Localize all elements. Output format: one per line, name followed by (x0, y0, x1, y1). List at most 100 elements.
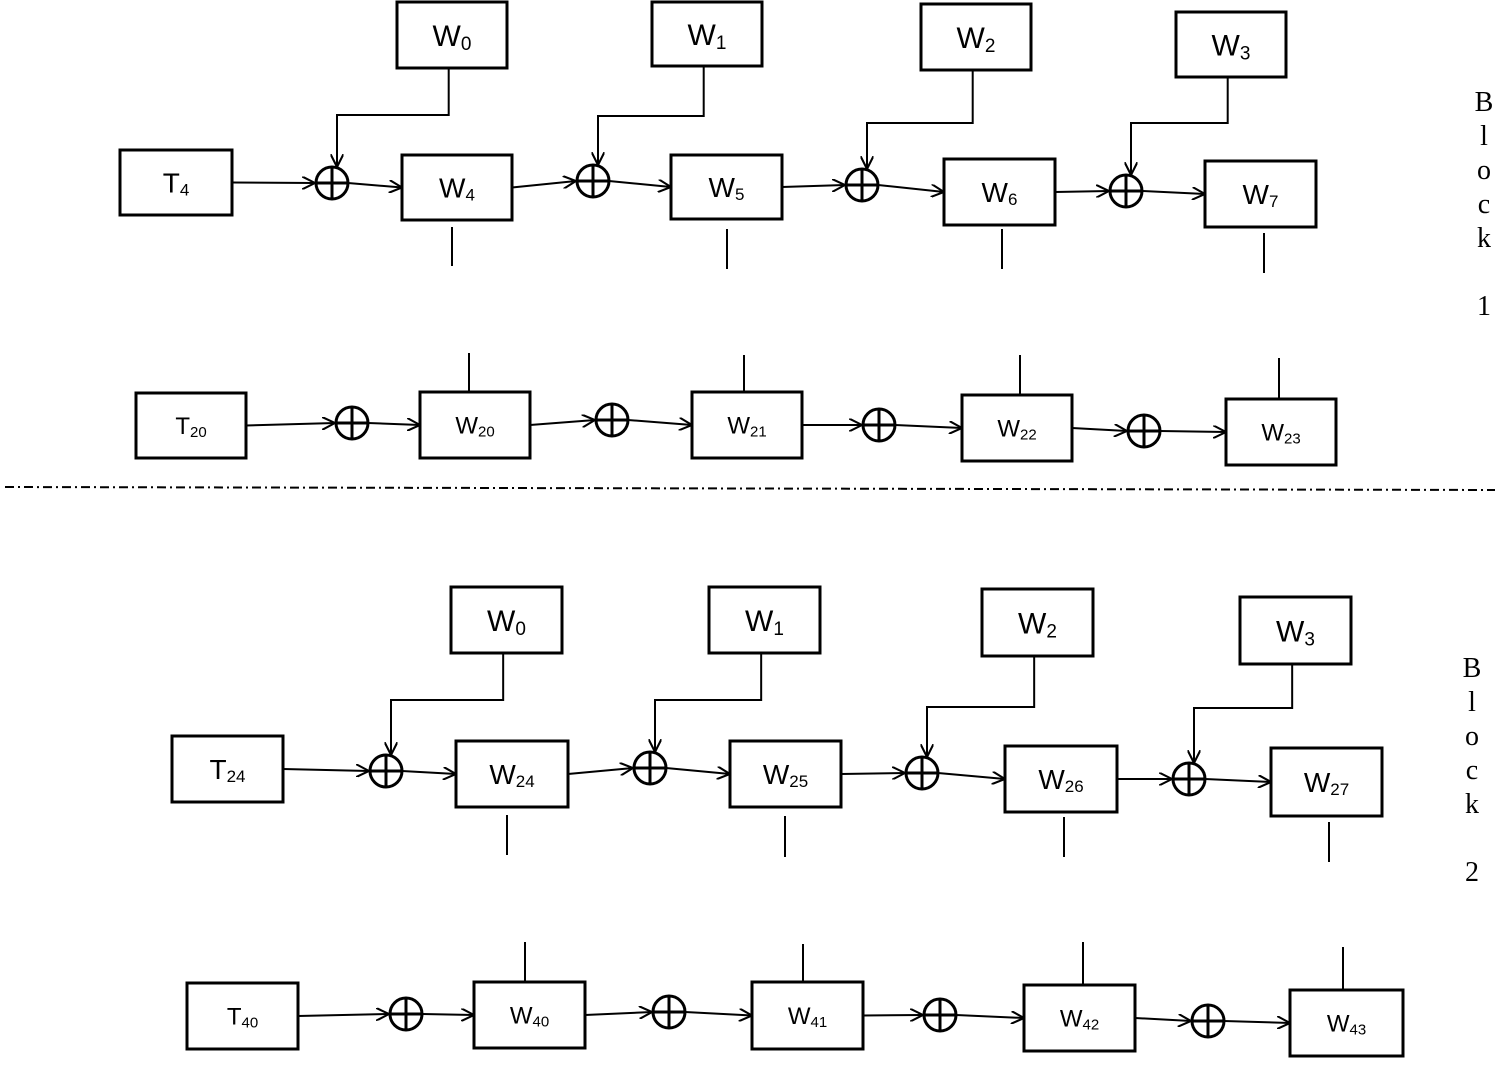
block-1-top-arrow-in-3 (1141, 191, 1205, 194)
block-2-bottom-arrow-in-0 (421, 1014, 474, 1015)
block-1-top-arrow-in-0 (347, 183, 402, 188)
block-1-top-start-box-label: T4 (163, 168, 190, 200)
block-2-bottom-xor-3 (1190, 1003, 1226, 1039)
block-1-bottom-word-box-3-label: W23 (1261, 420, 1300, 448)
block-2-top-arrow-in-1 (665, 768, 730, 774)
block-2-top-start-box-label: T24 (209, 754, 245, 786)
block-1-top-xor-1 (575, 163, 611, 199)
block-2-bottom-word-box-0-label: W40 (510, 1003, 549, 1031)
block-2-top-word-box-2: W26 (1003, 744, 1119, 814)
block-1-bottom-arrow-in-2 (894, 425, 962, 428)
block-2-input-box-0: W0 (449, 585, 564, 655)
block-1-bottom-arrow-in-1 (627, 420, 692, 425)
block-1-input-box-3: W3 (1174, 10, 1288, 79)
block-2-top-word-box-2-label: W26 (1038, 764, 1083, 796)
block-1-top-arrow-out-1 (781, 185, 845, 187)
block-2-input-box-3: W3 (1238, 595, 1353, 666)
block-2-top-word-box-1-label: W25 (763, 759, 808, 791)
block-1-bottom-word-box-0-label: W20 (455, 413, 494, 441)
block-1-bottom-word-box-3: W23 (1224, 397, 1338, 467)
block-1-bottom-xor-0 (334, 405, 370, 441)
connection-lines (231, 66, 1344, 1023)
block-1-bottom-xor-1 (594, 402, 630, 438)
block-2-bottom-word-box-0: W40 (472, 980, 587, 1050)
block-2-bottom-arrow-in-3 (1223, 1021, 1290, 1023)
block-1-top-arrow-start (231, 183, 315, 184)
block-2-feed-arrow-0 (391, 653, 505, 755)
block-2-top-word-box-0: W24 (454, 739, 570, 809)
block-2-bottom-word-box-1-label: W41 (788, 1003, 827, 1031)
block-2-bottom-word-box-1: W41 (750, 980, 865, 1051)
block-2-bottom-start-box-label: T40 (227, 1004, 258, 1032)
block-2-bottom-arrow-out-0 (584, 1012, 652, 1015)
block-2-input-box-2-label: W2 (1018, 607, 1057, 642)
block-1-top-word-box-3-label: W7 (1243, 179, 1279, 211)
block-2-top-word-box-3: W27 (1269, 746, 1384, 818)
block-2-bottom-arrow-out-1 (862, 1015, 923, 1016)
block-2-top-arrow-in-2 (937, 773, 1005, 779)
block-1-top-arrow-out-2 (1054, 191, 1109, 192)
block-2-bottom-word-box-3: W43 (1288, 988, 1405, 1058)
block-2-top-arrow-in-0 (401, 771, 456, 774)
block-1-input-box-1: W1 (650, 0, 764, 68)
block-1-bottom-start-box-label: T20 (175, 413, 206, 441)
block-1-input-box-3-label: W3 (1212, 29, 1251, 64)
block-separator (4, 486, 1496, 491)
block-1-bottom-arrow-out-2 (1071, 428, 1127, 431)
block-2-top-xor-3 (1171, 761, 1207, 797)
block-1-top-word-box-3: W7 (1203, 159, 1318, 229)
block-1-bottom-word-box-1-label: W21 (727, 413, 766, 441)
block-1-bottom-arrow-out-0 (529, 420, 595, 425)
block-2-top-start-box: T24 (170, 734, 285, 804)
block-2-input-box-1-label: W1 (745, 605, 784, 640)
block-1-feed-arrow-1 (598, 66, 705, 165)
block-1-top-arrow-in-2 (877, 184, 944, 192)
block-2-top-arrow-in-3 (1204, 779, 1271, 782)
block-1-top-xor-2 (844, 167, 880, 203)
block-1-bottom-arrow-start (245, 423, 335, 426)
block-1-bottom-xor-2 (861, 407, 897, 443)
block-1-bottom-xor-3 (1126, 413, 1162, 449)
block-2-feed-arrow-3 (1194, 664, 1294, 763)
block-1-top-word-box-0-label: W4 (439, 173, 475, 205)
block-2-bottom-arrow-start (297, 1014, 389, 1016)
block-2-bottom-xor-2 (922, 997, 958, 1033)
block-2-feed-arrow-2 (927, 656, 1036, 757)
block-1-bottom-word-box-2: W22 (960, 393, 1074, 463)
block-2-top-arrow-out-1 (840, 773, 905, 774)
block-1-top-start-box: T4 (118, 148, 234, 217)
block-2-top-arrow-start (282, 769, 369, 771)
block-1-bottom-word-box-2-label: W22 (997, 416, 1036, 444)
block-1-feed-arrow-3 (1131, 77, 1229, 175)
block-1-top-xor-3 (1108, 173, 1144, 209)
block-1-bottom-word-box-1: W21 (690, 390, 804, 460)
block-2-top-word-box-1: W25 (728, 739, 843, 809)
block-2-bottom-word-box-2: W42 (1022, 983, 1137, 1053)
block-1-input-box-1-label: W1 (688, 19, 727, 54)
block-2-input-box-2: W2 (980, 587, 1095, 658)
block-2-bottom-word-box-2-label: W42 (1060, 1006, 1099, 1034)
block-2-bottom-arrow-in-2 (955, 1015, 1024, 1018)
block-1-bottom-arrow-in-0 (367, 423, 420, 425)
block-2-bottom-arrow-out-2 (1134, 1018, 1191, 1021)
block-2-top-xor-1 (632, 750, 668, 786)
block-1-top-word-box-0: W4 (400, 153, 514, 222)
block-1-top-word-box-2-label: W6 (982, 177, 1018, 209)
block-2-top-word-box-0-label: W24 (489, 759, 534, 791)
block-1-feed-arrow-2 (867, 70, 974, 169)
block-1-input-box-0: W0 (395, 0, 509, 70)
block-2-top-xor-0 (368, 753, 404, 789)
block-1-bottom-start-box: T20 (134, 391, 248, 460)
block-1-top-word-box-1: W5 (669, 153, 784, 221)
block-2-top-word-box-3-label: W27 (1304, 767, 1349, 799)
block-2-top-arrow-out-0 (567, 768, 633, 774)
block-2-bottom-arrow-in-1 (684, 1012, 752, 1016)
block-1-input-box-2-label: W2 (957, 22, 996, 57)
block-1-bottom-word-box-0: W20 (418, 390, 532, 460)
block-2-bottom-start-box: T40 (185, 981, 300, 1051)
block-2-bottom-xor-1 (651, 994, 687, 1030)
